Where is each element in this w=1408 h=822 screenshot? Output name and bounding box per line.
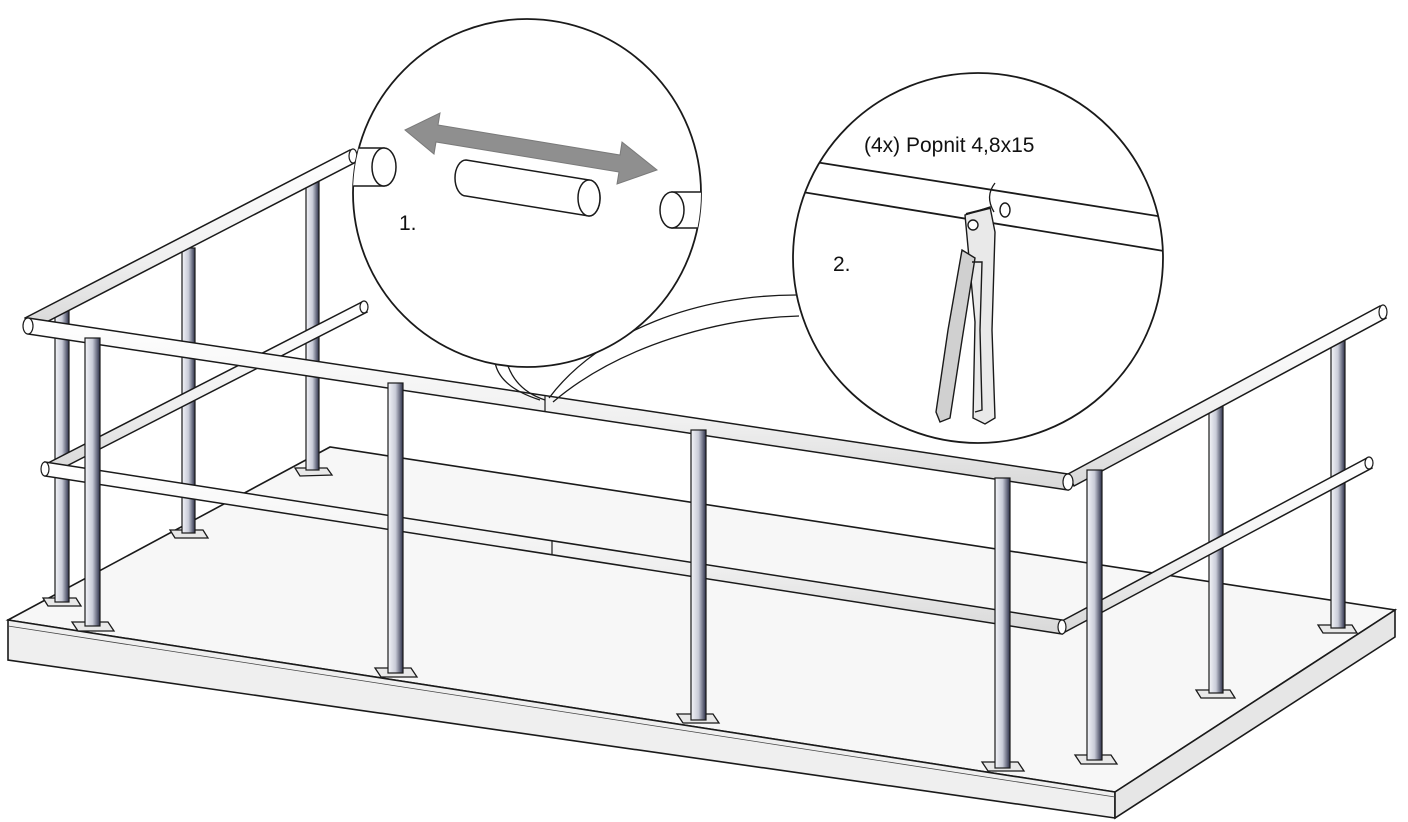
step-2-label: 2. [833, 253, 851, 276]
post [1073, 469, 1119, 765]
post [980, 477, 1026, 772]
callout-leaders [494, 294, 800, 403]
front-rails [22, 317, 1074, 635]
callout-1-circle [352, 18, 702, 368]
back-posts [41, 179, 334, 607]
post [70, 337, 116, 632]
post [675, 429, 721, 724]
callout-2-circle [792, 72, 1164, 444]
double-arrow-icon [404, 112, 659, 185]
rivet-spec-caption: (4x) Popnit 4,8x15 [864, 134, 1035, 157]
front-posts [70, 337, 1119, 772]
step-1-label: 1. [399, 212, 417, 235]
rivet-gun-icon [935, 202, 1011, 425]
post [373, 382, 419, 678]
